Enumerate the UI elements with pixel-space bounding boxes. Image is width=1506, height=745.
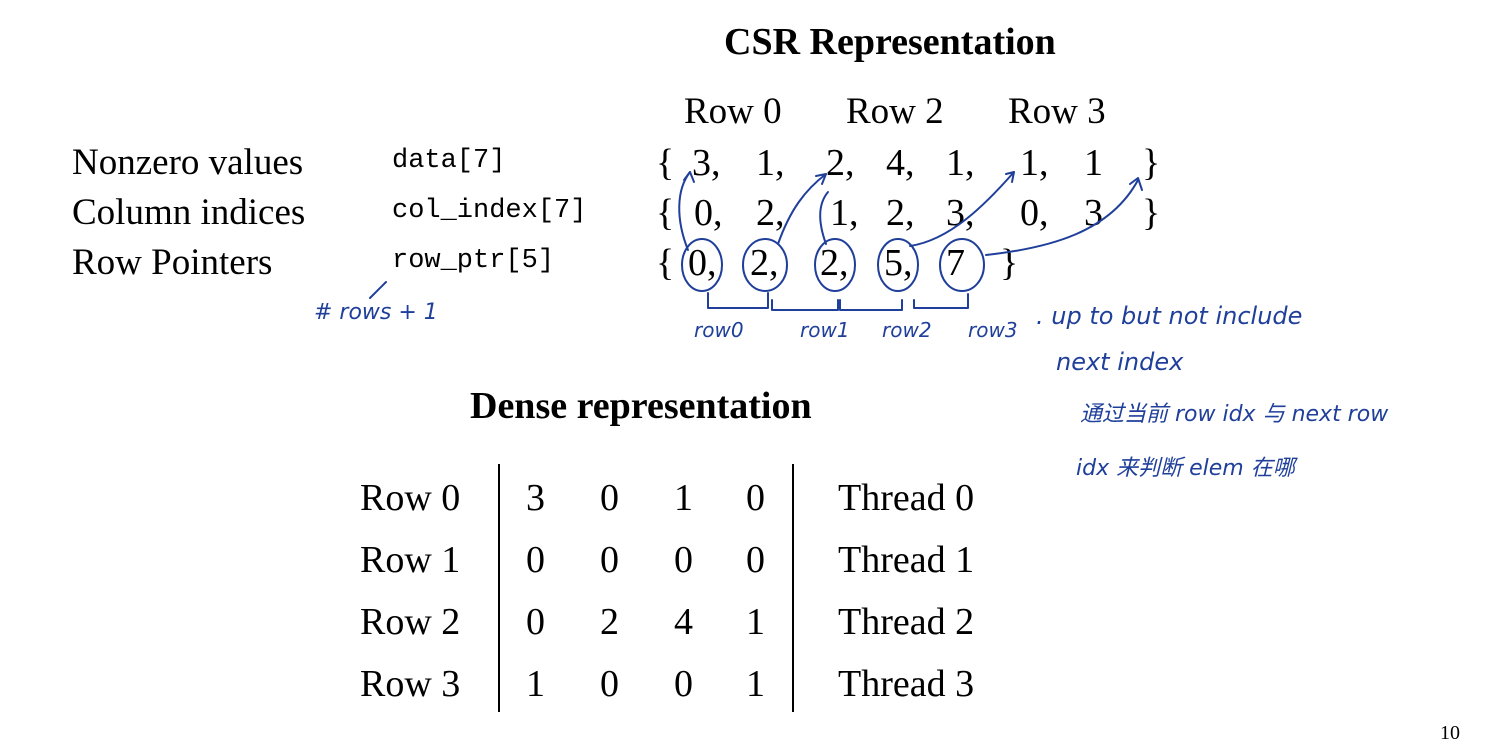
data-value: 1 [1084,142,1103,184]
dense-cell: 0 [600,663,619,705]
ink-bracket [771,299,839,311]
ink-note-line-3: 通过当前 row idx 与 next row [1080,402,1389,427]
dense-cell: 1 [674,477,693,519]
ink-row-label: row2 [882,318,932,342]
dense-cell: 2 [600,601,619,643]
close-brace-col: } [1142,192,1161,234]
ink-arrow [985,179,1139,256]
label-row-pointers: Row Pointers [72,242,273,283]
csr-title: CSR Representation [724,21,1056,63]
close-brace-data: } [1142,142,1161,184]
row-ptr-value: 7 [946,242,965,284]
ink-note-line-2: next index [1056,348,1184,376]
col-index-value: 2, [756,192,785,234]
dense-cell: 0 [746,477,765,519]
ink-bracket [913,293,969,309]
dense-left-divider [498,464,500,712]
csr-row-header-2: Row 2 [846,91,944,132]
ink-row-label: row1 [800,318,850,342]
dense-cell: 0 [600,539,619,581]
ink-tick [369,281,387,299]
dense-cell: 0 [526,601,545,643]
dense-row-label: Row 3 [360,663,461,705]
ink-arrow [1129,177,1143,191]
dense-row-label: Row 0 [360,477,461,519]
row-ptr-value: 2, [820,242,849,284]
ink-bracket [707,292,769,309]
page-number: 10 [1440,722,1460,744]
open-brace-rowptr: { [656,242,675,284]
dense-thread-label: Thread 2 [838,601,975,643]
data-value: 4, [886,142,915,184]
ink-arrow [683,171,695,183]
label-column-indices: Column indices [72,192,306,233]
open-brace-col: { [656,192,675,234]
col-index-value: 1, [830,192,859,234]
dense-cell: 3 [526,477,545,519]
col-index-value: 0, [1020,192,1049,234]
ink-row-label: row3 [968,318,1018,342]
ink-circle [742,238,788,292]
ink-row-label: row0 [694,318,744,342]
ink-arrow [678,171,691,251]
data-value: 1, [756,142,785,184]
dense-cell: 0 [526,539,545,581]
data-value: 2, [826,142,855,184]
ink-note-line-4: idx 来判断 elem 在哪 [1076,456,1295,481]
col-index-value: 2, [886,192,915,234]
ink-bracket [839,299,903,311]
ink-arrow [819,191,829,245]
dense-cell: 0 [674,663,693,705]
dense-right-divider [792,464,794,712]
col-index-value: 0, [694,192,723,234]
ink-circle [814,238,856,292]
var-data: data[7] [392,146,506,176]
dense-thread-label: Thread 1 [838,539,975,581]
dense-cell: 1 [746,601,765,643]
ink-rows-plus-one: # rows + 1 [314,300,438,325]
dense-cell: 0 [746,539,765,581]
data-value: 1, [1020,142,1049,184]
dense-row-label: Row 1 [360,539,461,581]
ink-circle [681,238,723,292]
label-nonzero-values: Nonzero values [72,142,304,183]
csr-row-header-0: Row 0 [684,91,782,132]
dense-thread-label: Thread 0 [838,477,975,519]
ink-circle [877,238,919,292]
col-index-value: 3, [946,192,975,234]
dense-row-label: Row 2 [360,601,461,643]
row-ptr-value: 5, [884,242,913,284]
dense-cell: 0 [600,477,619,519]
ink-note-line-1: . up to but not include [1036,302,1303,330]
row-ptr-value: 0, [688,242,717,284]
row-ptr-value: 2, [750,242,779,284]
dense-cell: 1 [526,663,545,705]
dense-cell: 0 [674,539,693,581]
ink-arrow [815,173,827,185]
data-value: 3, [692,142,721,184]
dense-cell: 1 [746,663,765,705]
ink-circle [939,238,985,292]
var-col-index: col_index[7] [392,196,587,226]
ink-arrow [777,173,827,245]
var-row-ptr: row_ptr[5] [392,246,555,276]
dense-title: Dense representation [470,385,812,427]
data-value: 1, [946,142,975,184]
dense-thread-label: Thread 3 [838,663,975,705]
open-brace-data: { [656,142,675,184]
ink-arrow [909,171,1015,247]
csr-row-header-3: Row 3 [1008,91,1106,132]
dense-cell: 4 [674,601,693,643]
ink-arrow [1005,171,1015,183]
